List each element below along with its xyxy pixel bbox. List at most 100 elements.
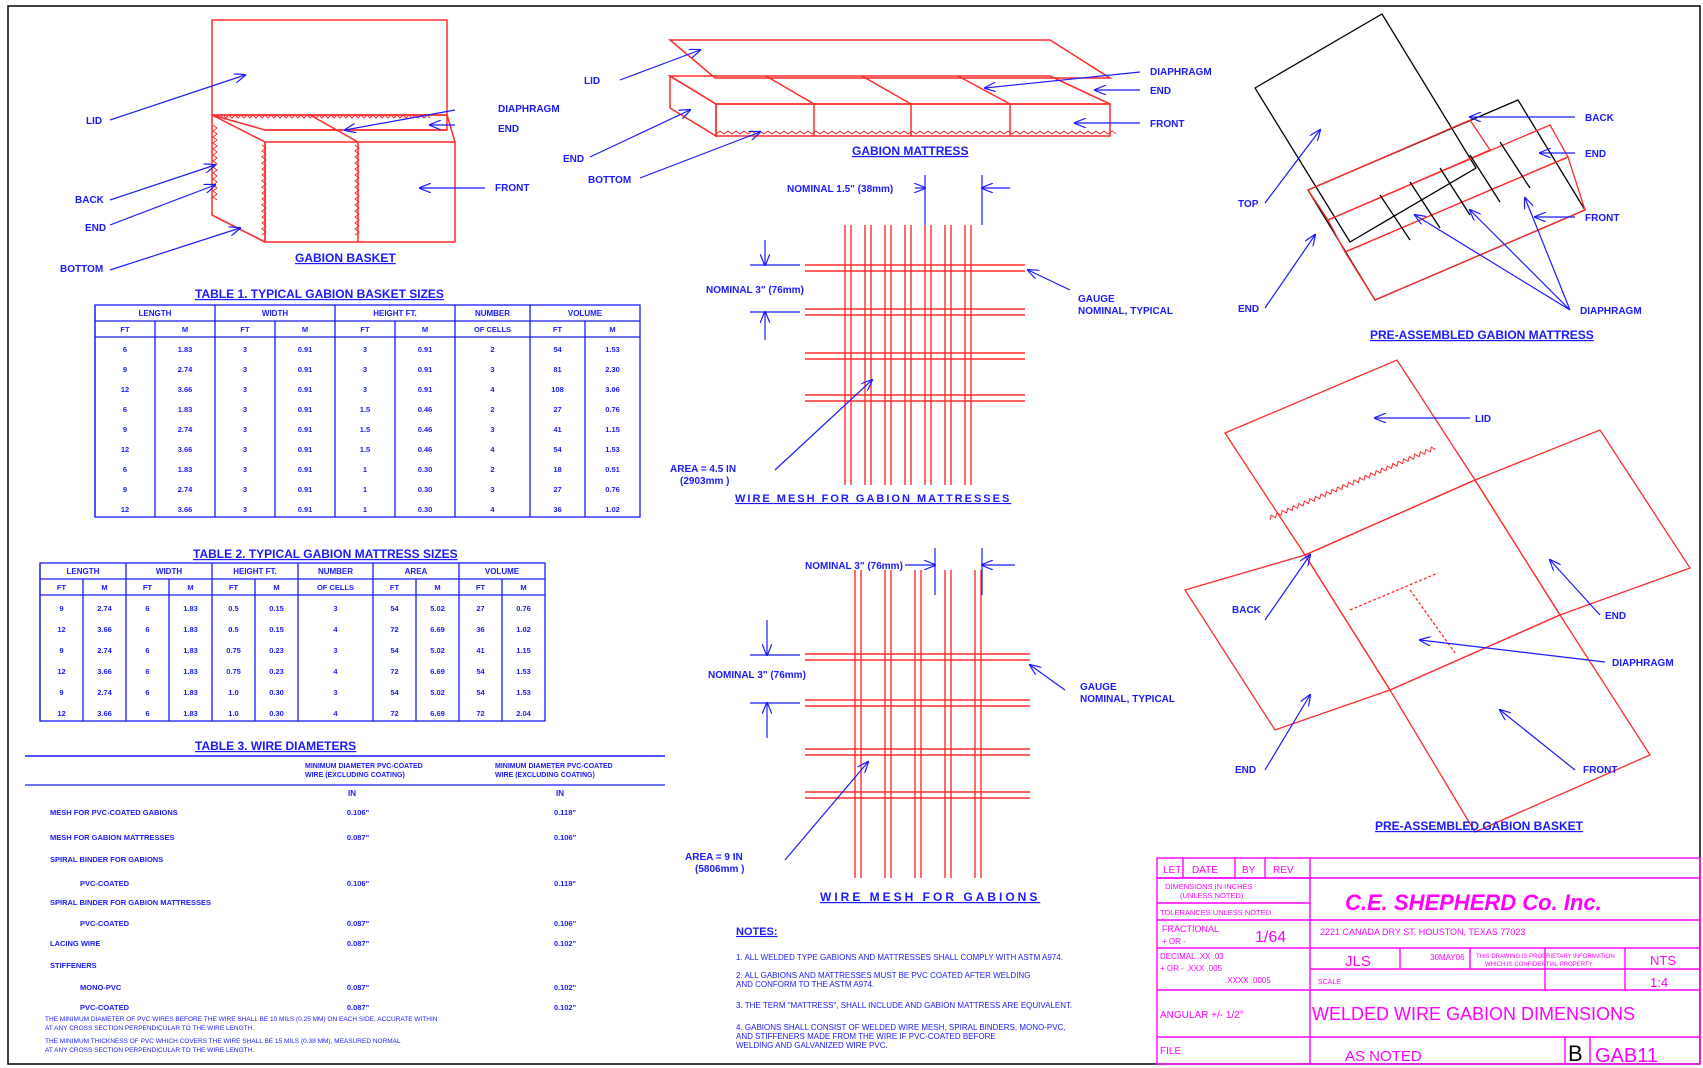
table-cell: 4	[333, 667, 338, 676]
table-cell: 0.91	[298, 485, 313, 494]
tb-decimal: DECIMAL .XX .03	[1160, 952, 1224, 961]
table-cell: 4	[490, 505, 495, 514]
table-sub-header: FT	[57, 583, 67, 592]
basket-back-label: BACK	[75, 195, 105, 206]
tb-dims-note-2: (UNLESS NOTED)	[1180, 891, 1244, 900]
tb-dwg-no: GAB11	[1595, 1045, 1658, 1067]
table-cell: 0.76	[605, 405, 620, 414]
mattress-lid	[667, 39, 1113, 79]
table-cell: 2	[490, 405, 494, 414]
table-cell: 54	[390, 646, 399, 655]
basket-front-label: FRONT	[495, 183, 529, 194]
table-cell: 4	[333, 709, 338, 718]
t3-footnote-1: THE MINIMUM DIAMETER OF PVC WIRES BEFORE…	[45, 1016, 438, 1023]
table2-title: TABLE 2. TYPICAL GABION MATTRESS SIZES	[193, 547, 458, 561]
table-cell: 1.53	[605, 445, 620, 454]
preassembled-mattress-view	[1254, 13, 1586, 301]
note-4b: AND STIFFENERS MADE FROM THE WIRE IF PVC…	[736, 1032, 996, 1041]
table-cell: 0.91	[418, 345, 433, 354]
table-cell: 4	[490, 385, 495, 394]
mattress-mesh-gauge: GAUGE	[1078, 294, 1115, 305]
basket-diaphragm-label: DIAPHRAGM	[498, 104, 560, 115]
table-cell: 0.91	[418, 385, 433, 394]
gabion-mattress-title: GABION MATTRESS	[852, 144, 968, 158]
table-cell: 12	[57, 625, 65, 634]
t3-row-label: PVC-COATED	[80, 1003, 130, 1012]
table-cell: 12	[121, 385, 129, 394]
table-group-header: NUMBER	[475, 309, 510, 318]
t3-row-label: LACING WIRE	[50, 939, 100, 948]
table-group-header: NUMBER	[318, 567, 353, 576]
t3-row-col2: 0.118"	[554, 808, 576, 817]
table-sub-header: M	[434, 583, 440, 592]
t3-row-col1: 0.087"	[347, 1003, 370, 1012]
table-cell: 27	[476, 604, 484, 613]
table-sub-header: FT	[553, 325, 563, 334]
table-cell: 2	[490, 345, 494, 354]
table-sub-header: M	[273, 583, 279, 592]
notes-heading: NOTES:	[736, 926, 778, 938]
tb-decimal-3: .XXXX .0005	[1225, 976, 1271, 985]
gabion-mesh-dims	[750, 548, 1066, 861]
table-sub-header: OF CELLS	[317, 583, 354, 592]
pa-basket-title: PRE-ASSEMBLED GABION BASKET	[1375, 819, 1584, 833]
table-cell: 72	[390, 625, 398, 634]
basket-lid	[211, 19, 448, 116]
table-group-header: VOLUME	[485, 567, 520, 576]
preassembled-basket-leaders	[1264, 418, 1606, 771]
table-cell: 6.69	[430, 667, 445, 676]
tb-rev-date: DATE	[1192, 865, 1218, 876]
table-cell: 41	[553, 425, 561, 434]
t3-unit-1: IN	[348, 789, 356, 798]
mattress-mesh-grid	[805, 225, 1025, 485]
mattress-mesh-nominal-v: NOMINAL 3" (76mm)	[706, 285, 804, 296]
table-cell: 72	[390, 667, 398, 676]
note-1: 1. ALL WELDED TYPE GABIONS AND MATTRESSE…	[736, 953, 1063, 962]
table-cell: 0.76	[516, 604, 531, 613]
tb-fractional-label: FRACTIONAL	[1162, 924, 1219, 934]
t3-row-label: PVC-COATED	[80, 879, 130, 888]
table-cell: 2.74	[97, 688, 112, 697]
table-cell: 3	[333, 604, 337, 613]
gabion-mattress-view	[667, 39, 1117, 138]
table-cell: 6	[145, 688, 149, 697]
mattress-end-left-label: END	[563, 154, 584, 165]
table-cell: 3	[363, 365, 367, 374]
note-2b: AND CONFORM TO THE ASTM A974.	[736, 980, 874, 989]
t3-col1-header-2: WIRE (EXCLUDING COATING)	[305, 772, 405, 779]
table3-title: TABLE 3. WIRE DIAMETERS	[195, 739, 356, 753]
table-cell: 5.02	[430, 646, 445, 655]
tb-tolerances: TOLERANCES UNLESS NOTED	[1160, 908, 1272, 917]
gabion-mesh-gauge: GAUGE	[1080, 682, 1117, 693]
pa-mattress-diaphragm-label: DIAPHRAGM	[1580, 306, 1642, 317]
table-cell: 0.30	[269, 709, 284, 718]
table-sub-header: M	[187, 583, 193, 592]
note-2: 2. ALL GABIONS AND MATTRESSES MUST BE PV…	[736, 971, 1030, 980]
preassembled-mattress-leaders	[1264, 117, 1575, 311]
note-4c: WELDING AND GALVANIZED WIRE PVC.	[736, 1041, 888, 1050]
table-cell: 9	[59, 646, 63, 655]
table-cell: 3	[490, 485, 494, 494]
table-cell: 54	[553, 445, 562, 454]
table-cell: 3	[243, 445, 247, 454]
table-cell: 0.91	[298, 425, 313, 434]
table-cell: 3.66	[97, 625, 112, 634]
table-cell: 6	[123, 465, 127, 474]
tb-scale-label: SCALE	[1318, 979, 1341, 986]
table-cell: 2.30	[605, 365, 620, 374]
table3-wire-diameters: MINIMUM DIAMETER PVC-COATED WIRE (EXCLUD…	[25, 755, 665, 1054]
table-cell: 3	[243, 365, 247, 374]
table-group-header: HEIGHT FT.	[373, 309, 417, 318]
tb-date: 30MAY06	[1430, 953, 1465, 962]
table-cell: 6	[123, 405, 127, 414]
table-sub-header: M	[609, 325, 615, 334]
table-cell: 54	[553, 345, 562, 354]
table-cell: 36	[553, 505, 561, 514]
tb-angular: ANGULAR +/- 1/2°	[1160, 1010, 1244, 1021]
table-cell: 0.91	[298, 505, 313, 514]
tb-fractional-val: 1/64	[1255, 929, 1286, 946]
gabion-mesh-grid	[805, 570, 1030, 878]
table-cell: 27	[553, 405, 561, 414]
table-cell: 6	[145, 604, 149, 613]
